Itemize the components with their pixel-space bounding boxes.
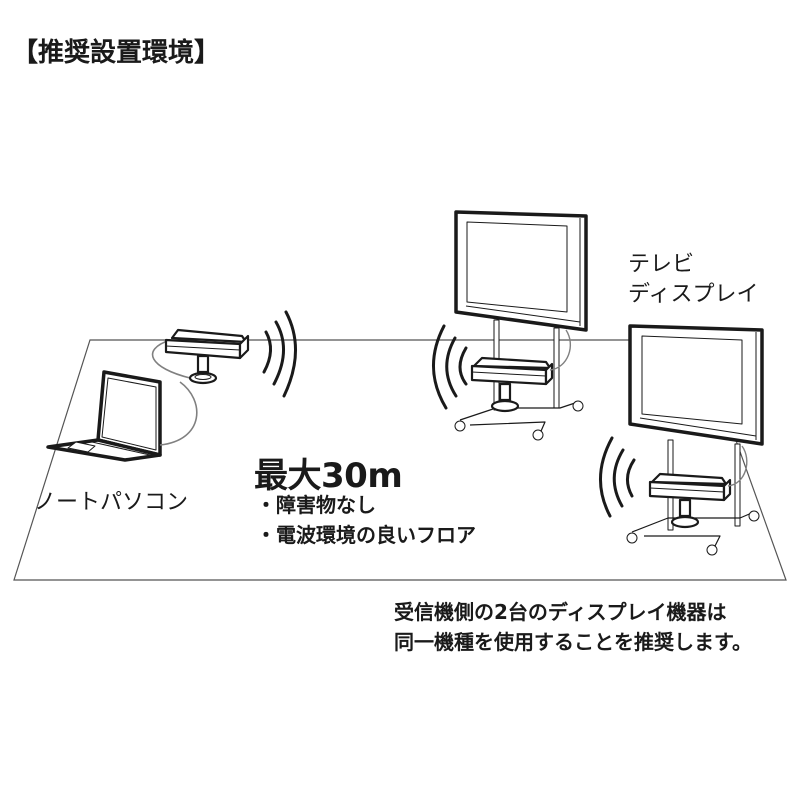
display-label-line1: テレビ bbox=[628, 252, 695, 277]
wireless-signal-icon bbox=[599, 436, 636, 518]
display-cable-right bbox=[727, 445, 748, 487]
receiver-box-icon bbox=[470, 356, 554, 413]
wireless-signal-icon bbox=[432, 324, 468, 410]
condition-item: ・障害物なし bbox=[256, 493, 376, 517]
note-line1: 受信機側の2台のディスプレイ機器は bbox=[394, 600, 727, 624]
transmitter-box-icon bbox=[164, 328, 250, 385]
display-on-stand-icon bbox=[626, 324, 764, 556]
receiver-box-icon bbox=[648, 472, 732, 529]
range-conditions: ・障害物なし ・電波環境の良いフロア bbox=[256, 490, 476, 550]
recommendation-note: 受信機側の2台のディスプレイ機器は 同一機種を使用することを推奨します。 bbox=[394, 597, 752, 657]
laptop-icon bbox=[46, 370, 162, 462]
note-line2: 同一機種を使用することを推奨します。 bbox=[394, 630, 752, 654]
display-on-stand-icon bbox=[454, 210, 588, 441]
display-label-line2: ディスプレイ bbox=[628, 282, 759, 307]
condition-item: ・電波環境の良いフロア bbox=[256, 523, 476, 547]
page-title: 【推奨設置環境】 bbox=[12, 38, 221, 68]
wireless-signal-icon bbox=[262, 310, 297, 398]
display-label: テレビ ディスプレイ bbox=[628, 250, 758, 310]
laptop-label: ノートパソコン bbox=[34, 490, 189, 515]
display-cable-left bbox=[549, 329, 571, 371]
laptop-cable bbox=[151, 339, 198, 446]
max-range-headline: 最大30m bbox=[254, 456, 403, 496]
